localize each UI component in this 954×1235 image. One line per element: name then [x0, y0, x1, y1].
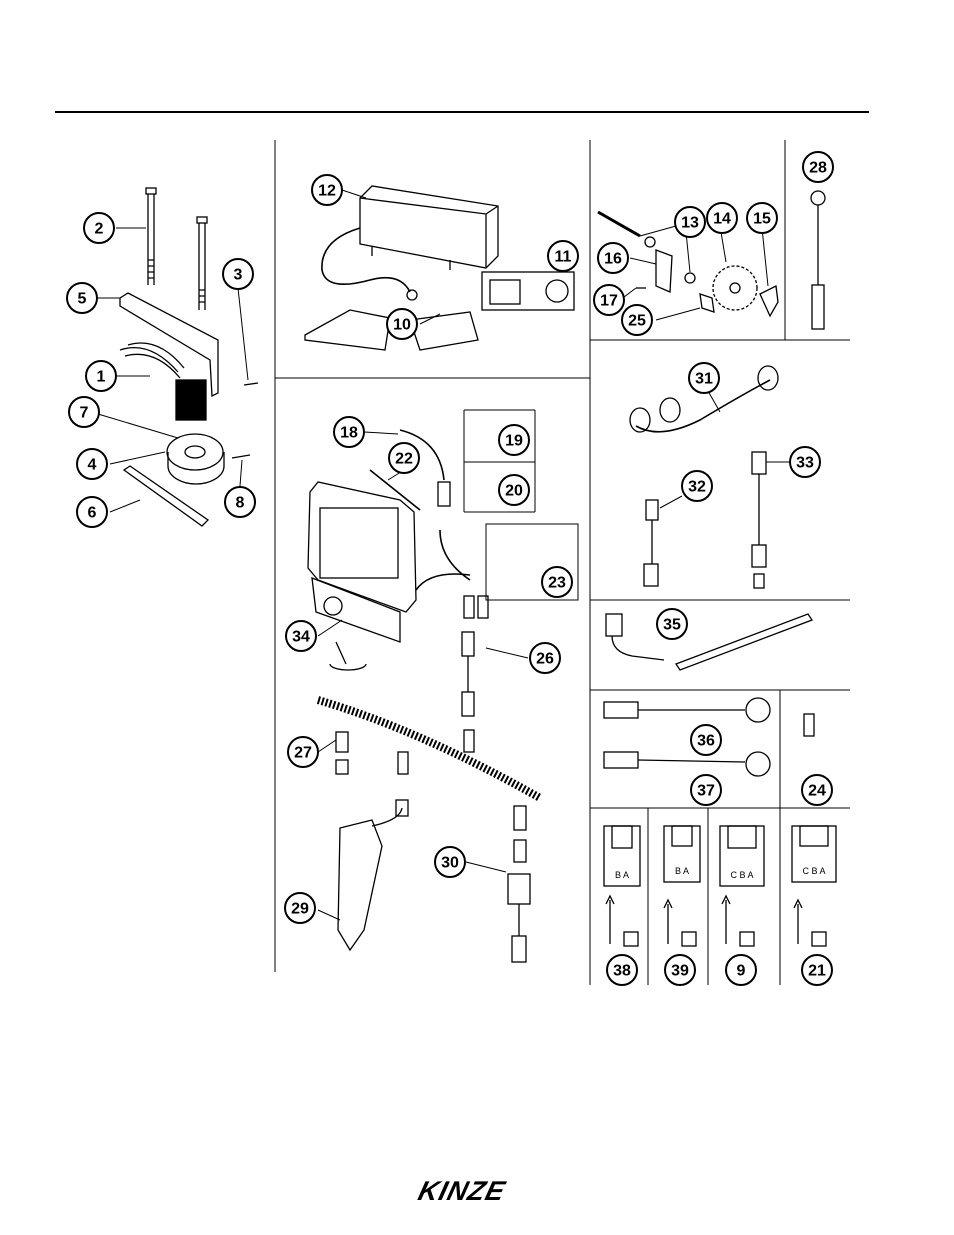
left-parts [120, 188, 258, 526]
callout-29: 29 [291, 901, 309, 918]
callout-6: 6 [88, 505, 97, 522]
kinze-logo: KINZE [402, 1176, 522, 1206]
callout-numbers: 1 2 3 4 5 6 7 8 9 10 11 12 13 14 15 16 1… [78, 160, 827, 980]
callout-25: 25 [628, 313, 646, 330]
connector-21-letters: C B A [802, 866, 825, 876]
connector-9-letters: C B A [730, 870, 753, 880]
callout-2: 2 [95, 221, 104, 238]
callout-30: 30 [441, 855, 459, 872]
monitor-module [305, 186, 574, 350]
callout-9: 9 [737, 963, 746, 980]
callout-4: 4 [88, 457, 97, 474]
connector-housings [604, 826, 836, 946]
callout-18: 18 [340, 425, 358, 442]
callout-5: 5 [78, 291, 87, 308]
kinze-logo-text: KINZE [398, 1176, 525, 1206]
callout-33: 33 [796, 455, 814, 472]
callout-32: 32 [688, 479, 706, 496]
callout-17: 17 [600, 293, 618, 310]
callout-37: 37 [697, 783, 715, 800]
callout-10: 10 [393, 317, 411, 334]
callout-38: 38 [613, 963, 631, 980]
callout-35: 35 [663, 617, 681, 634]
callout-22: 22 [395, 451, 413, 468]
sensor-cables [604, 366, 814, 776]
callout-8: 8 [236, 495, 245, 512]
callout-7: 7 [80, 405, 89, 422]
callout-23: 23 [548, 575, 566, 592]
connector-39-letters: B A [675, 866, 689, 876]
callout-31: 31 [695, 371, 713, 388]
callout-3: 3 [234, 267, 243, 284]
callout-21: 21 [808, 963, 826, 980]
callout-39: 39 [671, 963, 689, 980]
callout-36: 36 [697, 733, 715, 750]
callout-26: 26 [536, 651, 554, 668]
coil-harness [318, 632, 540, 962]
callout-14: 14 [713, 211, 731, 228]
callout-20: 20 [505, 483, 523, 500]
leader-arrows [98, 190, 790, 920]
callout-34: 34 [292, 629, 310, 646]
callout-16: 16 [604, 251, 622, 268]
callout-11: 11 [555, 249, 572, 266]
callout-27: 27 [294, 745, 312, 762]
callout-13: 13 [681, 215, 699, 232]
callout-28: 28 [809, 160, 827, 177]
callout-19: 19 [505, 433, 523, 450]
connector-38-letters: B A [615, 870, 629, 880]
callout-12: 12 [318, 183, 336, 200]
callout-24: 24 [808, 783, 826, 800]
callout-15: 15 [753, 211, 771, 228]
callout-1: 1 [97, 369, 106, 386]
